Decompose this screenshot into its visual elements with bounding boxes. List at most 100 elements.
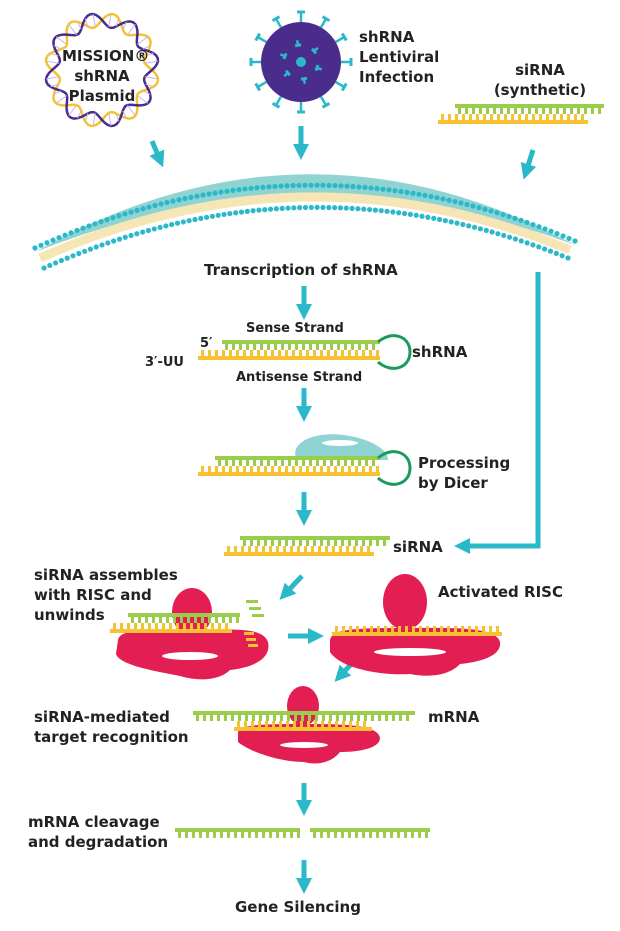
base-pair bbox=[299, 466, 302, 472]
base-pair bbox=[335, 626, 338, 632]
base-pair bbox=[320, 832, 323, 838]
base-pair bbox=[328, 721, 331, 727]
lipid-head bbox=[221, 211, 227, 218]
lipid-head bbox=[206, 191, 212, 197]
lipid-head bbox=[536, 244, 542, 250]
antisense-strand bbox=[110, 629, 232, 633]
lipid-head bbox=[272, 183, 278, 189]
base-pair bbox=[180, 617, 183, 623]
lipid-head bbox=[47, 262, 53, 269]
virus-inner-spike-head bbox=[282, 52, 288, 60]
base-pair bbox=[280, 715, 283, 721]
plasmid-rung bbox=[84, 113, 89, 122]
lipid-head bbox=[349, 205, 355, 211]
base-pair bbox=[294, 715, 297, 721]
assemble-label-line2: with RISC and bbox=[34, 586, 152, 604]
base-pair bbox=[314, 721, 317, 727]
plasmid-rung bbox=[68, 23, 77, 36]
unwound-strand bbox=[252, 614, 264, 617]
lipid-head bbox=[250, 208, 256, 214]
antisense-strand bbox=[224, 552, 374, 556]
plasmid-rung bbox=[108, 112, 112, 127]
base-pair bbox=[292, 350, 295, 356]
lipid-head bbox=[314, 204, 320, 210]
transcription-label: Transcription of shRNA bbox=[204, 261, 398, 279]
base-pair bbox=[227, 546, 230, 552]
sense-strand bbox=[128, 613, 240, 617]
base-pair bbox=[383, 540, 386, 546]
base-pair bbox=[269, 546, 272, 552]
lipid-head bbox=[452, 198, 458, 205]
lipid-head bbox=[169, 221, 175, 228]
lipid-head bbox=[53, 260, 59, 266]
lipid-head bbox=[230, 187, 236, 193]
base-pair bbox=[208, 617, 211, 623]
base-pair bbox=[329, 715, 332, 721]
lipid-head bbox=[428, 193, 434, 200]
base-pair bbox=[369, 540, 372, 546]
base-pair bbox=[281, 460, 284, 466]
base-pair bbox=[369, 350, 372, 356]
cleavage-label-line1: mRNA cleavage bbox=[28, 813, 160, 831]
virus-spike bbox=[335, 80, 345, 89]
base-pair bbox=[313, 540, 316, 546]
base-pair bbox=[598, 108, 601, 114]
base-pair bbox=[371, 715, 374, 721]
base-pair bbox=[148, 623, 151, 629]
base-pair bbox=[462, 114, 465, 120]
lipid-head bbox=[326, 204, 332, 211]
lipid-head bbox=[419, 213, 425, 219]
lipid-head bbox=[494, 210, 500, 216]
sense-strand bbox=[175, 828, 300, 832]
lipid-head bbox=[227, 210, 233, 217]
base-pair bbox=[362, 350, 365, 356]
base-pair bbox=[337, 460, 340, 466]
base-pair bbox=[201, 617, 204, 623]
lipid-head bbox=[284, 183, 290, 189]
lipid-head bbox=[248, 185, 254, 191]
base-pair bbox=[504, 114, 507, 120]
plasmid-rung bbox=[136, 36, 149, 45]
base-pair bbox=[120, 623, 123, 629]
recognition-label-line1: siRNA-mediated bbox=[34, 708, 170, 726]
base-pair bbox=[276, 546, 279, 552]
base-pair bbox=[210, 715, 213, 721]
base-pair bbox=[465, 108, 468, 114]
base-pair bbox=[327, 350, 330, 356]
base-pair bbox=[390, 832, 393, 838]
base-pair bbox=[145, 617, 148, 623]
lipid-head bbox=[320, 204, 326, 211]
plasmid-rung bbox=[50, 83, 59, 88]
base-pair bbox=[300, 721, 303, 727]
lipid-head bbox=[278, 183, 284, 189]
lipid-head bbox=[422, 192, 428, 198]
base-pair bbox=[528, 108, 531, 114]
base-pair bbox=[425, 832, 428, 838]
lipid-head bbox=[390, 209, 396, 215]
virus-inner-spike-head bbox=[294, 43, 302, 48]
lipid-head bbox=[489, 229, 495, 235]
base-pair bbox=[320, 466, 323, 472]
base-pair bbox=[215, 617, 218, 623]
base-pair bbox=[127, 623, 130, 629]
plasmid-label-line2: shRNA bbox=[74, 67, 130, 85]
base-pair bbox=[265, 721, 268, 727]
lipid-head bbox=[518, 217, 524, 223]
base-pair bbox=[287, 715, 290, 721]
base-pair bbox=[257, 540, 260, 546]
cleavage-label-line2: and degradation bbox=[28, 833, 169, 851]
lipid-head bbox=[267, 206, 274, 212]
plasmid-rung bbox=[53, 90, 62, 96]
base-pair bbox=[320, 540, 323, 546]
base-pair bbox=[241, 546, 244, 552]
lipid-head bbox=[338, 183, 344, 189]
lipid-head bbox=[93, 244, 99, 250]
lipid-head bbox=[512, 215, 518, 221]
base-pair bbox=[274, 460, 277, 466]
plasmid-rung bbox=[45, 60, 60, 64]
base-pair bbox=[260, 344, 263, 350]
virus-spike-head bbox=[341, 82, 348, 92]
base-pair bbox=[355, 832, 358, 838]
base-pair bbox=[337, 344, 340, 350]
base-pair bbox=[152, 617, 155, 623]
